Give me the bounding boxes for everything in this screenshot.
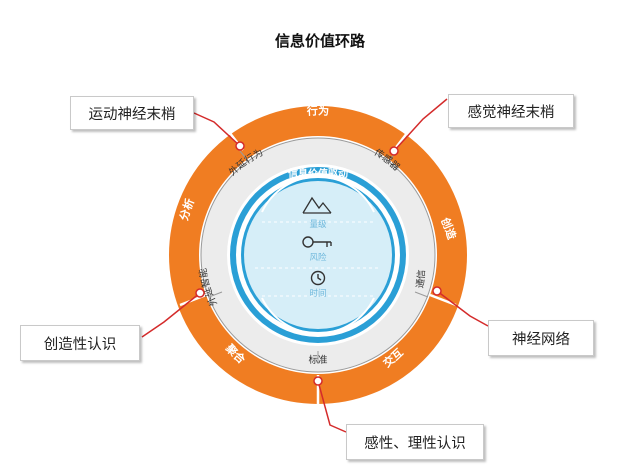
- callout-sensory-nerve: 感觉神经末梢: [448, 94, 574, 128]
- dot-motor-nerve: [235, 141, 245, 151]
- inner-fill: [244, 181, 392, 329]
- item-label-time: 时间: [309, 288, 326, 299]
- middle-label-standard: 标准: [308, 354, 328, 366]
- dot-sensory-nerve: [389, 146, 399, 156]
- diagram-title: 信息价值环路: [274, 32, 365, 50]
- dot-perceptual: [313, 376, 323, 386]
- callout-neural-network: 神经网络: [488, 320, 594, 356]
- item-label-magnitude: 量级: [309, 219, 327, 230]
- key-icon: [302, 236, 332, 248]
- inner-arc-top: [261, 175, 375, 213]
- middle-ring-outline: [200, 137, 436, 373]
- callout-dots: [195, 141, 442, 386]
- callout-lines: [141, 98, 489, 433]
- outer-label-behavior: 行为: [306, 104, 330, 118]
- clock-icon: [310, 270, 326, 286]
- inner-dashed-lines: [255, 221, 381, 297]
- dot-neural-network: [432, 286, 442, 296]
- inner-arc-bottom: [261, 297, 375, 335]
- item-label-risk: 风险: [309, 252, 327, 263]
- mountain-icon: [302, 196, 332, 214]
- callout-perceptual-rational: 感性、理性认识: [346, 424, 484, 460]
- callout-creative-cognition: 创造性认识: [20, 325, 140, 361]
- inner-circle-label: 信息价值驱动: [288, 167, 348, 180]
- dot-creative-cognition: [195, 288, 205, 298]
- callout-motor-nerve: 运动神经末梢: [70, 96, 194, 130]
- middle-label-communication: 通信: [415, 269, 428, 289]
